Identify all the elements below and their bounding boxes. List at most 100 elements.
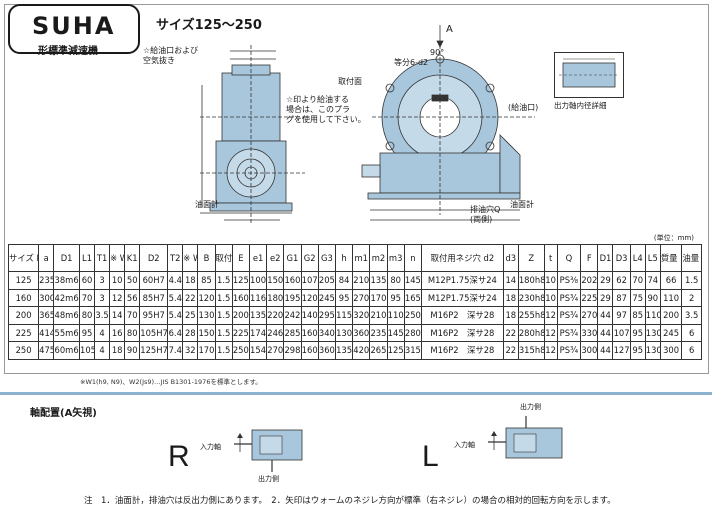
table-cell: 127 [612, 341, 631, 360]
table-cell: 220 [266, 306, 285, 325]
table-cell: 1.5 [214, 288, 233, 307]
table-cell: 130 [334, 323, 354, 342]
table-cell: 235 [38, 271, 55, 290]
table-cell: 95 [629, 341, 646, 360]
table-cell: 125H7 [139, 341, 169, 360]
table-header-cell: m3 [386, 244, 405, 272]
table-cell: 75 [629, 288, 646, 307]
table-cell: 85 [629, 306, 646, 325]
table-cell: 245 [659, 323, 683, 342]
table-cell: 225 [231, 323, 250, 342]
table-header-cell: ※ W1 [109, 244, 126, 272]
table-cell: 70 [78, 288, 96, 307]
table-cell: 360 [352, 323, 371, 342]
table-cell: 205 [317, 271, 336, 290]
gauge-left-callout: 油面計 [195, 200, 219, 209]
table-header-cell: 油量 ℓ [681, 244, 702, 272]
table-cell: 4 [94, 341, 111, 360]
table-cell: 85 [197, 271, 216, 290]
table-cell: 180 [266, 288, 285, 307]
table-cell: 18 [502, 306, 519, 325]
table-cell: 300 [38, 288, 55, 307]
table-cell: 280 [403, 323, 422, 342]
table-cell: 84 [334, 271, 354, 290]
table-header-cell: n [403, 244, 422, 272]
table-cell: 66 [659, 271, 683, 290]
table-cell: 62 [612, 271, 631, 290]
table-cell: 80 [78, 306, 96, 325]
table-cell: 12 [543, 341, 558, 360]
table-header-cell: T1 [94, 244, 111, 272]
table-cell: 1.5 [214, 271, 233, 290]
table-cell: 300 [659, 341, 683, 360]
table-cell: 170 [197, 341, 216, 360]
table-cell: 110 [659, 288, 683, 307]
table-cell: 174 [248, 323, 268, 342]
table-cell: 22 [502, 341, 519, 360]
table-cell: 202 [580, 271, 599, 290]
table-cell: 160 [283, 271, 302, 290]
side-view [200, 45, 305, 225]
table-cell: 90 [124, 341, 141, 360]
table-cell: 22 [182, 288, 199, 307]
section-title: 軸配置(A矢視) [30, 408, 97, 419]
table-cell: 116 [248, 288, 268, 307]
table-header-cell: F [580, 244, 599, 272]
table-cell: 6 [681, 323, 702, 342]
table-cell: 135 [369, 271, 388, 290]
oil-port-callout: (給油口) [508, 103, 539, 112]
table-cell: 230h8 [517, 288, 545, 307]
inset-label: 出力軸内径詳細 [554, 101, 607, 110]
output-shaft-detail [554, 52, 624, 98]
table-cell: 110 [644, 306, 661, 325]
table-cell: 95 [629, 323, 646, 342]
table-cell: 44 [597, 306, 614, 325]
table-cell: 60 [78, 271, 96, 290]
table-header-cell: D3 [612, 244, 631, 272]
table-cell: 6.4 [167, 323, 184, 342]
table-cell: 14 [109, 306, 126, 325]
table-cell: 300 [580, 341, 599, 360]
table-cell: 95 [78, 323, 96, 342]
table-cell: 270 [352, 288, 371, 307]
table-cell: M16P2 深サ28 [420, 341, 504, 360]
table-cell: PS¾ [556, 288, 582, 307]
table-header-cell: m1 [352, 244, 371, 272]
table-cell: 165 [403, 288, 422, 307]
arrangement-l-label: L [422, 440, 439, 473]
table-cell: 135 [248, 306, 268, 325]
drain-callout: 排油穴Q (両側) [470, 205, 501, 224]
table-cell: 38m6 [53, 271, 80, 290]
table-cell: 235 [369, 323, 388, 342]
table-cell: 200 [659, 306, 683, 325]
table-cell: 12 [543, 323, 558, 342]
output-shaft-detail-svg [559, 58, 619, 88]
table-header-cell: e1 [248, 244, 268, 272]
table-cell: 70 [124, 306, 141, 325]
table-header-cell: D2 [139, 244, 169, 272]
table-cell: 105H7 [139, 323, 169, 342]
table-cell: 320 [352, 306, 371, 325]
table-cell: 80 [386, 271, 405, 290]
angle-label: 90° [430, 48, 445, 57]
section-divider [0, 392, 712, 395]
table-cell: 270 [266, 341, 285, 360]
table-cell: 50 [124, 271, 141, 290]
table-cell: PS¾ [556, 323, 582, 342]
table-cell: 150 [266, 271, 285, 290]
table-cell: 250 [231, 341, 250, 360]
table-cell: 120 [300, 288, 319, 307]
table-cell: 265 [369, 341, 388, 360]
table-cell: 56 [124, 288, 141, 307]
table-cell: 1.5 [214, 306, 233, 325]
table-header-cell: サイズ E [7, 244, 40, 272]
table-cell: 55m6 [53, 323, 80, 342]
table-cell: 120 [197, 288, 216, 307]
footnote: ※W1(h9, N9)、W2(Js9)…JIS B1301-1976を標準としま… [80, 378, 262, 386]
